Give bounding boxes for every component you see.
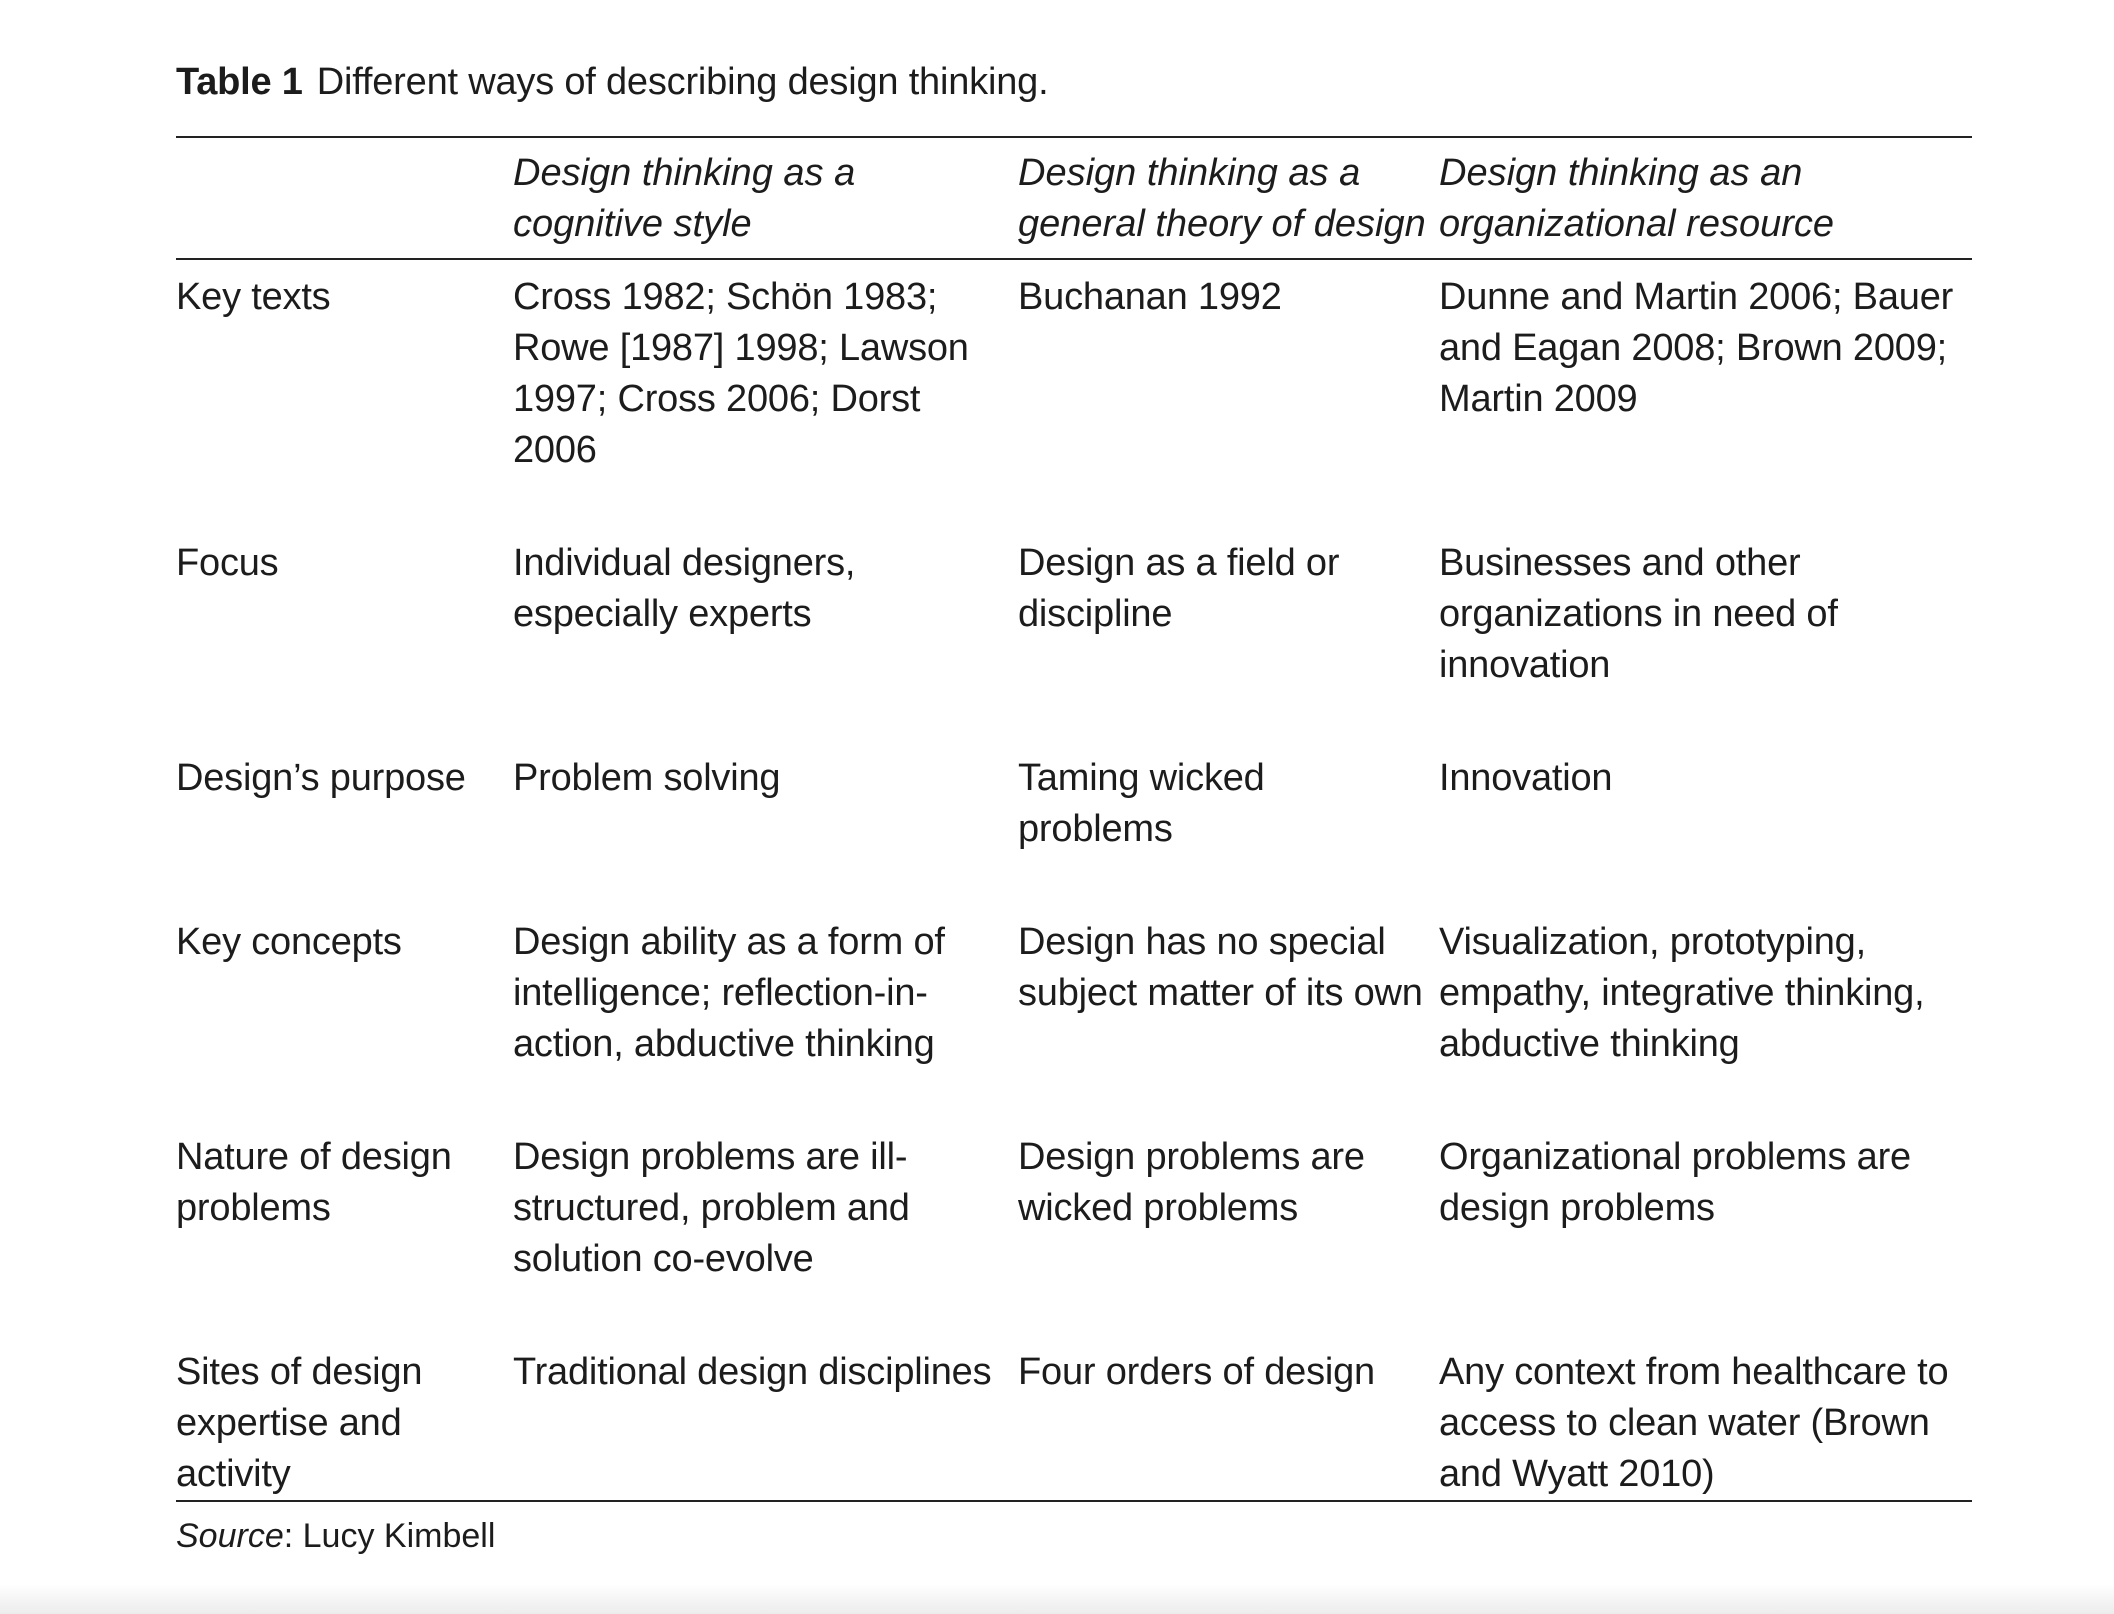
table-cell: Design problems are wicked problems	[1018, 1136, 1365, 1229]
table-source-note: Source: Lucy Kimbell	[176, 1514, 1972, 1558]
column-header-cognitive-style: Design thinking as a cognitive style	[513, 152, 856, 245]
table-header-row: Design thinking as a cognitive style Des…	[176, 137, 1972, 259]
table-cell: Design problems are ill-structured, prob…	[513, 1136, 910, 1280]
row-label: Design’s purpose	[176, 757, 466, 799]
column-header-organizational-resource: Design thinking as an organizational res…	[1439, 152, 1835, 245]
bottom-edge-shadow	[0, 1584, 2114, 1614]
table-cell: Design ability as a form of intelligence…	[513, 921, 945, 1065]
table-cell: Four orders of design	[1018, 1351, 1375, 1393]
table-cell: Any context from healthcare to access to…	[1439, 1351, 1949, 1495]
table-row: Focus Individual designers, especially e…	[176, 526, 1972, 741]
table-caption-text: Different ways of describing design thin…	[316, 61, 1049, 103]
column-header-general-theory: Design thinking as a general theory of d…	[1018, 152, 1426, 245]
table-caption: Table 1 Different ways of describing desi…	[176, 58, 1972, 106]
source-label: Source	[176, 1517, 284, 1555]
row-label: Key texts	[176, 276, 331, 318]
table-cell: Organizational problems are design probl…	[1439, 1136, 1911, 1229]
row-label: Key concepts	[176, 921, 402, 963]
table-row: Nature of design problems Design problem…	[176, 1120, 1972, 1335]
table-cell: Cross 1982; Schön 1983; Rowe [1987] 1998…	[513, 276, 969, 471]
table-cell: Traditional design disciplines	[513, 1351, 992, 1393]
table-cell: Individual designers, especially experts	[513, 542, 856, 635]
table-row: Key concepts Design ability as a form of…	[176, 905, 1972, 1120]
table-cell: Businesses and other organizations in ne…	[1439, 542, 1838, 686]
table-cell: Problem solving	[513, 757, 781, 799]
design-thinking-table: Design thinking as a cognitive style Des…	[176, 136, 1972, 1502]
table-cell: Buchanan 1992	[1018, 276, 1282, 318]
table-row: Design’s purpose Problem solving Taming …	[176, 741, 1972, 905]
table-cell: Innovation	[1439, 757, 1613, 799]
table-cell: Dunne and Martin 2006; Bauer and Eagan 2…	[1439, 276, 1954, 420]
table-row: Key texts Cross 1982; Schön 1983; Rowe […	[176, 259, 1972, 526]
source-text: : Lucy Kimbell	[283, 1517, 496, 1555]
document-page: Table 1 Different ways of describing desi…	[176, 58, 1972, 1558]
row-label: Focus	[176, 542, 279, 584]
table-cell: Taming wicked problems	[1018, 757, 1265, 850]
column-header-empty	[176, 137, 513, 259]
table-cell: Visualization, prototyping, empathy, int…	[1439, 921, 1925, 1065]
table-caption-label: Table 1	[176, 61, 303, 103]
table-cell: Design as a field or discipline	[1018, 542, 1340, 635]
row-label: Nature of design problems	[176, 1136, 452, 1229]
table-row: Sites of design expertise and activity T…	[176, 1335, 1972, 1501]
table-cell: Design has no special subject matter of …	[1018, 921, 1423, 1014]
row-label: Sites of design expertise and activity	[176, 1351, 423, 1495]
